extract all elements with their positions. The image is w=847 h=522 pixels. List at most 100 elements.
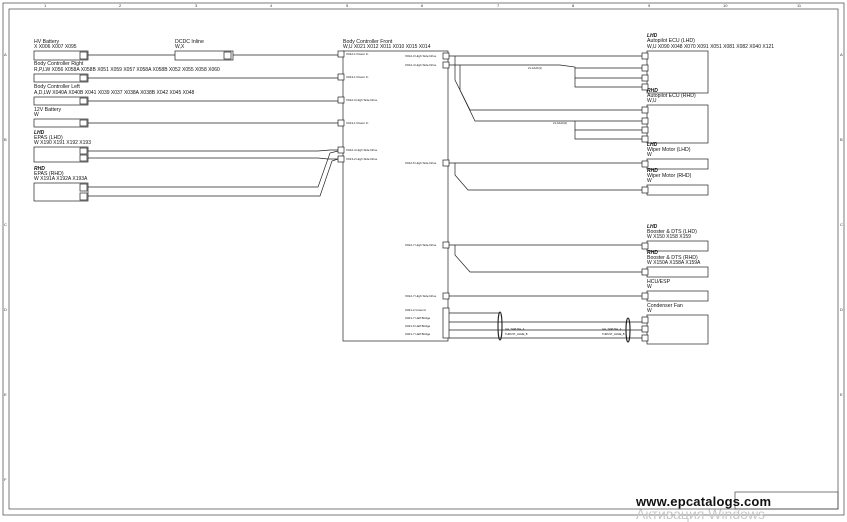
component-title: Booster & DTS (RHD) [647,255,698,261]
grid-columns: 1 2 3 4 5 6 7 8 9 10 11 [44,3,802,8]
component-codes: W X190 X191 X192 X193 [34,140,91,146]
pin-box [641,52,649,60]
pin-box [337,96,345,104]
pin-box [641,268,649,276]
pin-label: X013-1 Power In [346,75,369,79]
pin-box [442,52,450,60]
wire [459,65,642,122]
pin-label: X012-4 High Side Drive [346,148,378,152]
watermark-url: www.epcatalogs.com [636,494,772,509]
grid-row: D [840,307,843,312]
wire-label: GH_THRUSH_A [505,327,525,331]
pin-box [442,61,450,69]
twisted-pair-marker [625,317,631,343]
component-booster-dts-lhd: LHD Booster & DTS (LHD) W X150 X158 X159 [641,224,709,252]
grid-col: 9 [648,3,651,8]
watermark: www.epcatalogs.com Активация Windows [636,494,847,522]
pin-box [79,74,88,82]
pin-box [641,325,649,333]
pin-label: X012-3 High Side Drive [346,98,378,102]
pin-box [442,241,450,249]
grid-row: E [4,392,7,397]
component-title: Autopilot ECU (LHD) [647,38,695,44]
pin-label: X021-6 Half Bridge [405,324,431,328]
connector-box [646,184,709,196]
component-codes: X X006 X007 X095 [34,44,77,50]
grid-row: C [4,222,7,227]
title-block [734,491,839,510]
component-title: HV Battery [34,39,59,45]
grid-row: B [4,137,7,142]
component-title: Condenser Fan [647,303,683,309]
pin-box [641,126,649,134]
pin-label: X013-2 High Side Drive [346,157,378,161]
wires-left [88,54,339,197]
twisted-pair-marker [497,311,503,341]
grid-col: 6 [421,3,424,8]
pin-box [79,147,88,155]
wire [454,163,642,191]
component-title: Booster & DTS (LHD) [647,229,697,235]
component-title: Body Controller Right [34,61,84,67]
pin-label: X021-7 Half Bridge [405,332,431,336]
wire-label: GH_THRUSH_A [602,327,622,331]
component-title: HCU/ESP [647,279,671,285]
component-booster-dts-rhd: RHD Booster & DTS (RHD) W X150A X158A X1… [641,250,709,278]
pin-box [641,242,649,250]
wire [88,149,338,152]
pin-box [223,51,232,60]
component-body-controller-left: Body Controller Left A,D,LW X040A X040B … [33,84,195,106]
component-condenser-fan: Condenser Fan W [641,303,709,345]
pin-box [641,74,649,82]
connector-box [174,50,234,61]
component-codes: W,U X090 X048 X070 X091 X051 X081 X082 X… [647,44,774,50]
grid-col: 8 [572,3,575,8]
component-title: EPAS (RHD) [34,171,64,177]
component-title: Autopilot ECU (RHD) [647,93,696,99]
lhd-badge: LHD [647,224,658,230]
grid-col: 5 [346,3,349,8]
connector-box [646,266,709,278]
wire-label: THRUST_HHHE_B [602,332,625,336]
pin-box [641,160,649,168]
connector-box [33,182,89,202]
connector-box [33,50,89,61]
pin-box [79,192,88,201]
component-codes: R,P,LW X056 X058A X058B X051 X059 X057 X… [34,67,220,73]
component-codes: W [34,112,39,118]
component-epas-rhd: RHD EPAS (RHD) W X191A X192A X193A [33,166,89,202]
grid-row: D [4,307,7,312]
grid-row: A [840,52,843,57]
grid-row: A [4,52,7,57]
windows-activation-text: Активация Windows [636,506,766,522]
component-codes: W,U [647,98,657,104]
component-wiper-motor-lhd: LHD Wiper Motor (LHD) W [641,142,709,170]
component-autopilot-ecu-lhd: LHD Autopilot ECU (LHD) W,U X090 X048 X0… [641,33,774,94]
pin-label: X012-7 High Side Drive [405,294,437,298]
connector-box [33,146,89,163]
grid-col: 11 [797,3,802,8]
wire [574,68,642,79]
component-12v-battery: 12V Battery W [33,107,89,128]
component-epas-lhd: LHD EPAS (LHD) W X190 X191 X192 X193 [33,130,91,163]
wire [574,121,642,131]
pin-label: X021-2 Ground [405,308,426,312]
pin-box [641,186,649,194]
sheet-inner-frame [8,8,839,510]
wire [449,64,642,69]
pin-box [337,73,345,81]
component-body-controller-right: Body Controller Right R,P,LW X056 X058A … [33,61,220,83]
pin-label: X012-5 High Side Drive [405,161,437,165]
component-title: Wiper Motor (LHD) [647,147,691,153]
pin-label: X012-4 High Side Drive [405,63,437,67]
component-title: DCDC Inline [175,39,204,45]
component-title: 12V Battery [34,107,62,113]
component-wiper-motor-rhd: RHD Wiper Motor (RHD) W [641,168,709,196]
wire [574,130,642,140]
grid-row: B [840,137,843,142]
pin-box [442,159,450,167]
component-codes: W [647,284,652,290]
component-codes: W X150A X158A X159A [647,260,701,266]
